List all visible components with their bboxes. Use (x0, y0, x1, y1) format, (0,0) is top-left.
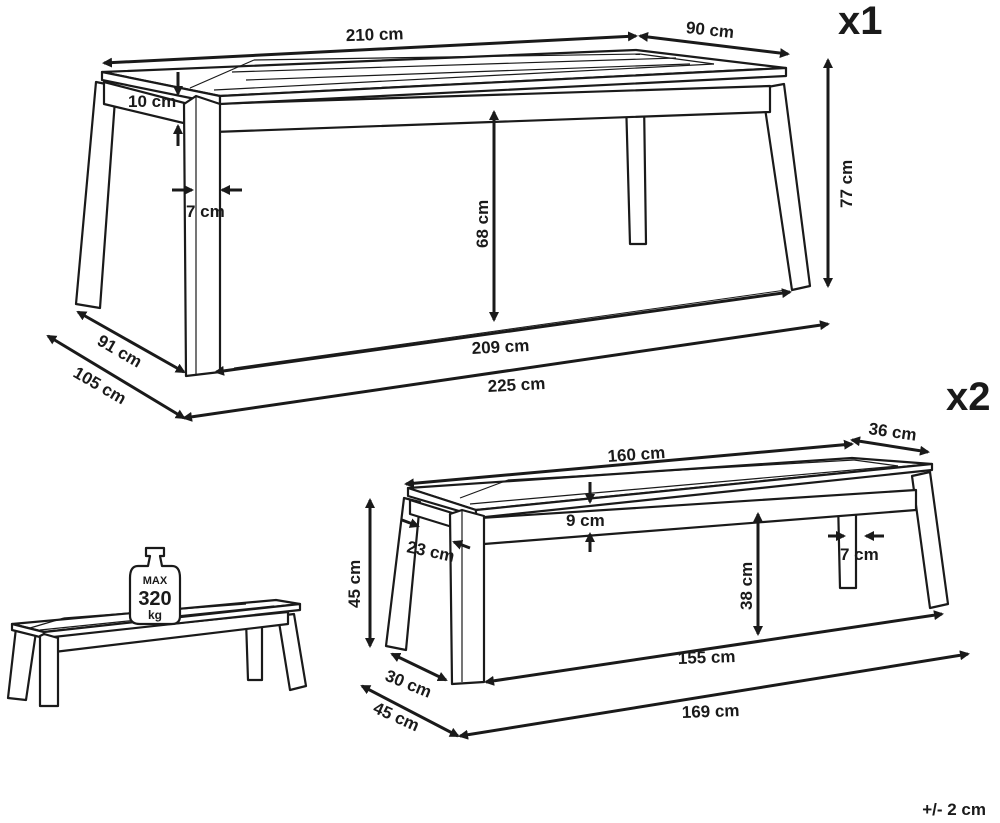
bench-height-label: 45 cm (345, 560, 364, 608)
bench-right-leg (910, 470, 950, 610)
table-drawing (74, 48, 812, 378)
table-apron-label: 10 cm (128, 92, 176, 111)
table-back-right-leg (624, 98, 648, 246)
table-back-left-leg (74, 80, 118, 310)
bench-drawing (384, 456, 950, 686)
table-quantity: x1 (838, 0, 883, 43)
bench-leg-span-label: 155 cm (677, 647, 735, 668)
table-dimensions (46, 31, 833, 422)
table-length-top-label: 210 cm (345, 24, 403, 45)
table-leg-span-label: 209 cm (471, 336, 530, 358)
load-max-label: MAX (143, 575, 168, 587)
bench-front-left-leg (448, 508, 486, 686)
bench-dimensions (360, 436, 970, 740)
load-weight-icon: MAX 320 kg (128, 546, 182, 626)
bench-depth-top-label: 36 cm (867, 419, 917, 445)
table-foot-depth-label: 105 cm (70, 363, 129, 408)
table-front-left-leg (182, 94, 222, 378)
table-clearance-label: 68 cm (473, 200, 492, 248)
bench-leg-label: 7 cm (840, 545, 879, 564)
table-height-label: 77 cm (837, 160, 856, 208)
table-right-leg (760, 82, 812, 292)
tolerance-note: +/- 2 cm (922, 800, 986, 819)
table-depth-top-label: 90 cm (685, 18, 735, 42)
bench-dimension-labels: x2 160 cm 36 cm 45 cm 9 cm 23 cm 7 cm 38… (345, 375, 991, 735)
bench-length-top-label: 160 cm (607, 443, 666, 466)
bench-foot-span-label: 169 cm (681, 701, 739, 722)
table-foot-span-label: 225 cm (487, 374, 546, 396)
bench-clearance-label: 38 cm (737, 562, 756, 610)
bench-quantity: x2 (946, 375, 991, 419)
table-top-front-edge (218, 66, 788, 106)
load-value-label: 320 (138, 588, 171, 610)
bench-apron-label: 9 cm (566, 511, 605, 530)
table-leg-label: 7 cm (186, 202, 225, 221)
load-unit-label: kg (148, 608, 162, 622)
